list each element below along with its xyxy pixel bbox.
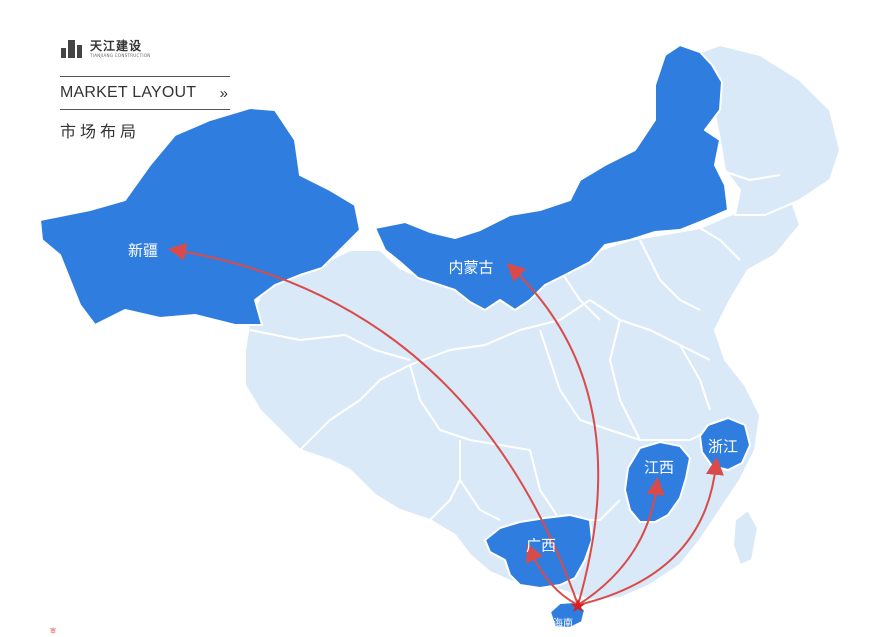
route-to-zhejiang	[577, 456, 724, 606]
province-borders	[249, 169, 781, 521]
label-xinjiang: 新疆	[127, 241, 159, 260]
origin-star-icon	[571, 599, 585, 612]
brand-name: 天江建设	[90, 39, 143, 53]
label-zhejiang: 浙江	[707, 437, 739, 456]
title-row: MARKET LAYOUT »	[60, 77, 230, 109]
divider-bottom	[60, 109, 230, 110]
title-english: MARKET LAYOUT	[60, 84, 197, 101]
divider-top	[60, 76, 230, 77]
region-neimenggu	[374, 44, 729, 311]
route-to-xinjiang	[167, 242, 579, 606]
base-landmass	[244, 43, 842, 602]
brand-logo: 天江建设 TIANJIANG CONSTRUCTION	[60, 36, 230, 62]
building-logo-icon	[61, 40, 82, 58]
routes	[167, 242, 724, 606]
double-chevron-right-icon[interactable]: »	[219, 84, 228, 102]
route-to-guangxi	[526, 543, 579, 606]
label-guangxi: 广西	[525, 536, 557, 555]
header: 天江建设 TIANJIANG CONSTRUCTION MARKET LAYOU…	[60, 36, 230, 142]
label-neimenggu: 内蒙古	[448, 258, 494, 277]
label-hainan: 海南	[553, 618, 573, 630]
label-jiangxi: 江西	[643, 458, 675, 477]
brand-subname: TIANJIANG CONSTRUCTION	[90, 53, 151, 58]
footnote-mark: 审	[50, 628, 57, 635]
region-xinjiang	[39, 107, 361, 326]
title-chinese: 市场布局	[60, 122, 141, 141]
route-to-jiangxi	[577, 476, 665, 606]
route-to-neimenggu	[506, 263, 600, 606]
